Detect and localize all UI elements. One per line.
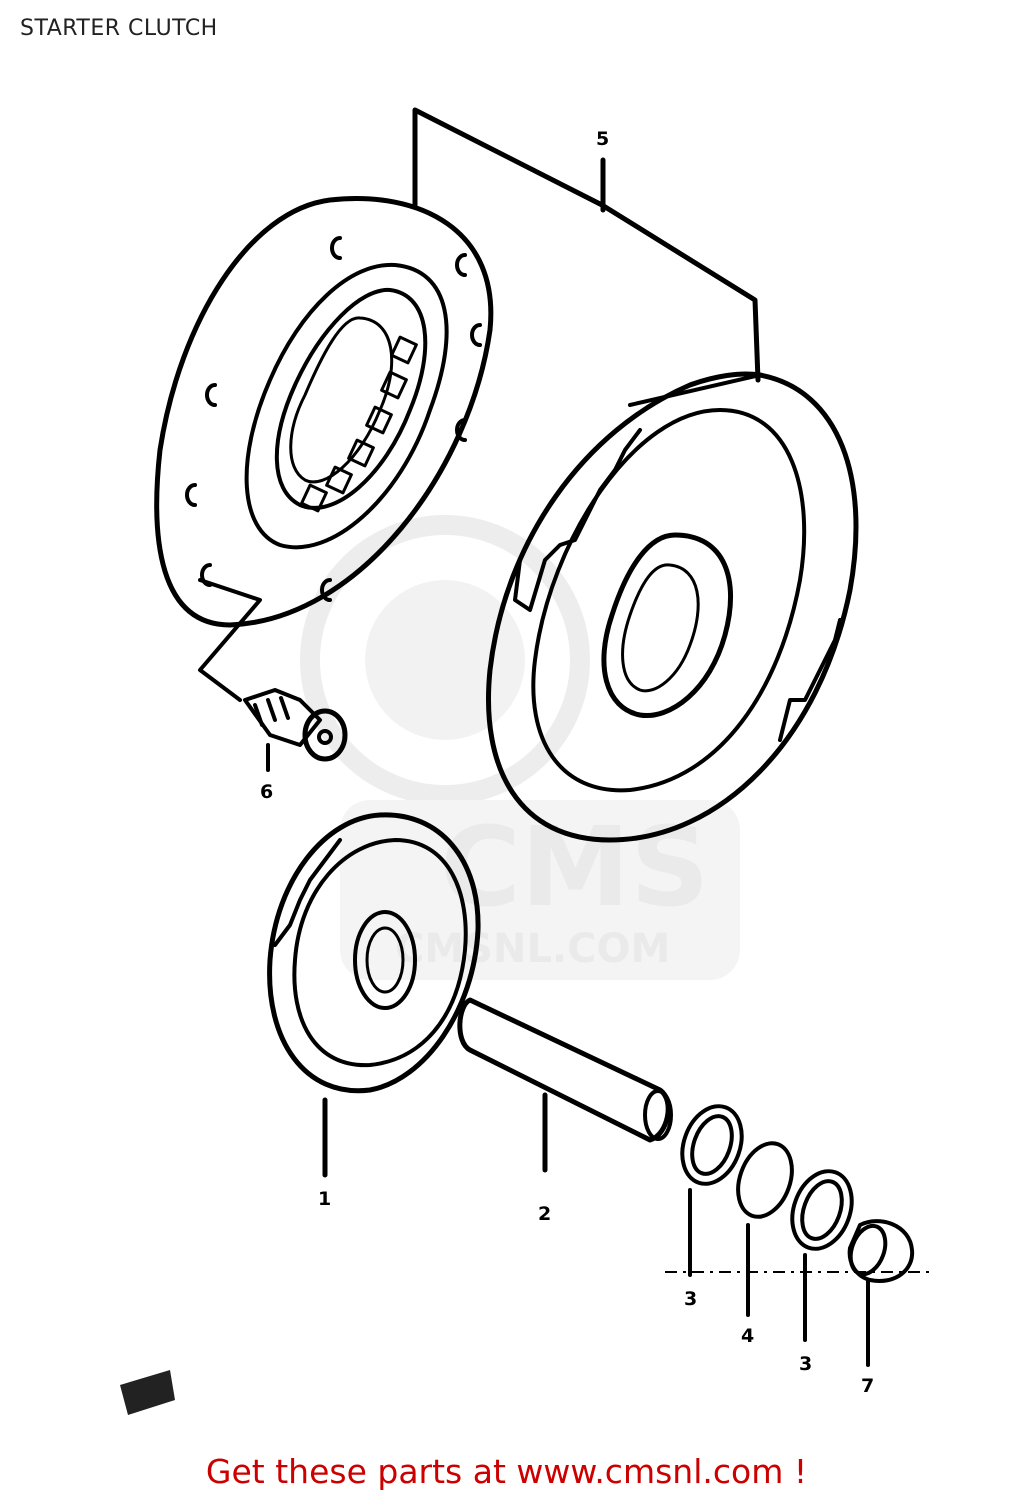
callout-3a: 3 [684, 1288, 697, 1310]
callout-1: 1 [318, 1188, 331, 1210]
watermark-logo: CMS [440, 803, 709, 931]
part-3-washer-b [790, 1169, 854, 1342]
callout-6: 6 [260, 781, 273, 803]
footer-link[interactable]: Get these parts at www.cmsnl.com ! [205, 1452, 808, 1491]
part-6-bolt [243, 688, 348, 772]
orientation-mark [120, 1370, 175, 1415]
starter-clutch-body [154, 196, 494, 702]
callout-5: 5 [596, 128, 609, 150]
part-5-leader [412, 107, 761, 383]
callout-4: 4 [741, 1325, 754, 1347]
callout-2: 2 [538, 1203, 551, 1225]
starter-driven-gear [486, 371, 859, 843]
part-3-washer-a [680, 1104, 744, 1277]
part-2-shaft [457, 997, 673, 1173]
page-title: STARTER CLUTCH [20, 16, 218, 41]
part-7-cap [847, 1219, 915, 1367]
callout-7: 7 [861, 1375, 874, 1397]
watermark: CMS CMSNL.COM [300, 515, 740, 980]
part-4-circlip [736, 1141, 794, 1317]
watermark-text: CMSNL.COM [395, 926, 670, 972]
callout-3b: 3 [799, 1353, 812, 1375]
part-1-idle-gear [267, 812, 481, 1178]
